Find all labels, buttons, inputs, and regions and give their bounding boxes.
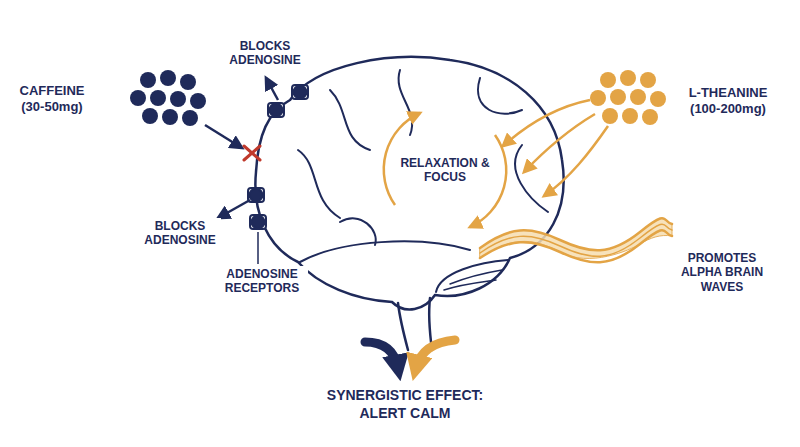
brain-outline	[340, 218, 376, 245]
annotation-label: RELAXATION & FOCUS	[395, 155, 495, 186]
result-arrows	[365, 342, 398, 368]
brain-outline	[255, 57, 563, 350]
caffeine-arrows	[266, 78, 278, 100]
caffeine-arrows	[218, 200, 250, 218]
l-theanine-arrows	[544, 126, 608, 196]
alpha-waves	[480, 218, 672, 262]
caffeine-molecules	[170, 91, 186, 107]
l-theanine-molecules	[600, 72, 616, 88]
l-theanine-molecules	[590, 90, 606, 106]
caption: SYNERGISTIC EFFECT: ALERT CALM	[315, 386, 495, 423]
substance-label: L-THEANINE (100-200mg)	[678, 84, 778, 117]
caffeine-molecules	[130, 70, 206, 126]
alpha-waves	[480, 230, 672, 262]
alpha-waves	[480, 218, 672, 250]
brain-outline	[330, 90, 370, 150]
annotation-label: BLOCKS ADENOSINE	[139, 218, 221, 249]
caffeine-molecules	[142, 108, 158, 124]
block-mark	[244, 146, 260, 160]
caffeine-molecules	[160, 70, 176, 86]
annotation-label: PROMOTES ALPHA BRAIN WAVES	[676, 250, 768, 295]
l-theanine-arrows	[524, 114, 595, 172]
caffeine-molecules	[130, 90, 146, 106]
brain-outline	[300, 241, 470, 262]
brain-outline	[515, 145, 548, 212]
l-theanine-molecules	[620, 70, 636, 86]
caffeine-molecules	[182, 110, 198, 126]
l-theanine-arrows	[503, 100, 590, 146]
result-arrows	[416, 340, 455, 368]
l-theanine-molecules	[590, 70, 666, 125]
adenosine-receptor	[270, 104, 283, 117]
substance-label: CAFFEINE (30-50mg)	[10, 82, 94, 115]
l-theanine-molecules	[630, 89, 646, 105]
annotation-label: ADENOSINE RECEPTORS	[216, 266, 308, 297]
adenosine-receptor	[294, 86, 307, 99]
brain-outline	[436, 260, 508, 292]
block-mark	[244, 146, 260, 160]
adenosine-receptor	[250, 215, 266, 229]
annotation-label: BLOCKS ADENOSINE	[224, 38, 306, 69]
caffeine-arrows	[205, 125, 242, 148]
caffeine-molecules	[180, 74, 196, 90]
caffeine-molecules	[140, 72, 156, 88]
adenosine-receptor	[250, 189, 263, 202]
l-theanine-molecules	[650, 91, 666, 107]
adenosine-receptor	[268, 103, 284, 117]
brain-outline	[450, 270, 502, 284]
caffeine-arrows	[257, 232, 259, 264]
l-theanine-molecules	[610, 89, 626, 105]
brain-outline	[478, 78, 522, 114]
brain-outline	[298, 150, 340, 218]
adenosine-receptor	[252, 216, 265, 229]
adenosine-receptor	[292, 85, 308, 99]
l-theanine-molecules	[642, 109, 658, 125]
l-theanine-arrows	[384, 100, 608, 227]
caffeine-molecules	[190, 93, 206, 109]
brain-outline	[398, 303, 408, 350]
brain-outline	[444, 280, 496, 290]
caffeine-molecules	[162, 109, 178, 125]
l-theanine-molecules	[640, 72, 656, 88]
result-arrows	[365, 340, 455, 368]
caffeine-molecules	[150, 90, 166, 106]
adenosine-receptor	[248, 188, 264, 202]
block-mark	[244, 146, 260, 160]
l-theanine-molecules	[602, 108, 618, 124]
alpha-waves	[480, 218, 672, 258]
l-theanine-molecules	[622, 108, 638, 124]
